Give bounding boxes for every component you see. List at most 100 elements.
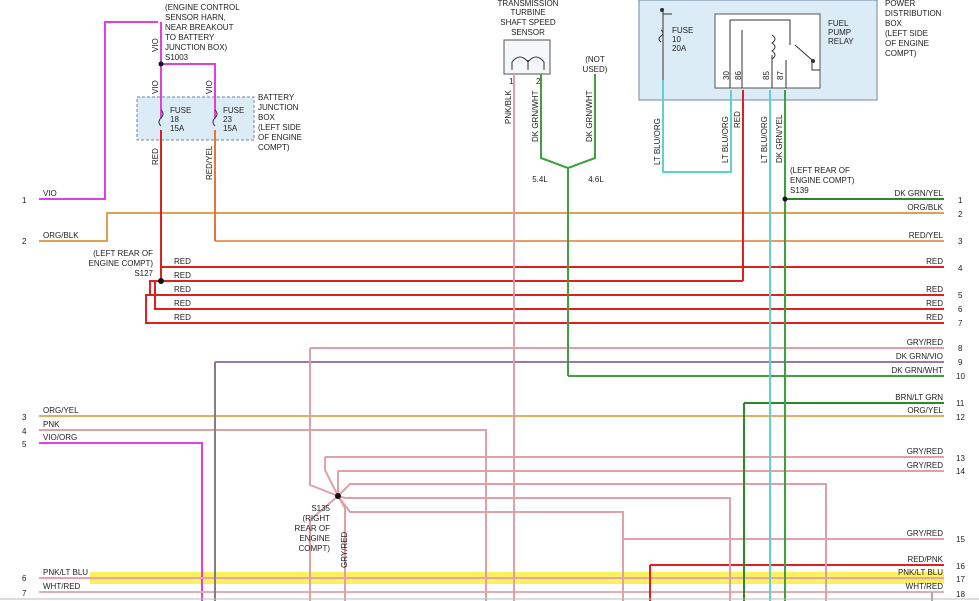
wire-redyel-a: RED/YEL bbox=[205, 145, 214, 180]
harn-line-4: JUNCTION BOX) bbox=[165, 43, 228, 52]
harn-line-0: (ENGINE CONTROL bbox=[165, 3, 240, 12]
wire-ltbluorg-a: LT BLU/ORG bbox=[653, 118, 662, 165]
right-pin-7: 7 bbox=[958, 319, 963, 328]
left-pin-7: 7 bbox=[22, 589, 27, 598]
bjb-line-1: JUNCTION bbox=[258, 103, 299, 112]
right-wire-2: ORG/BLK bbox=[907, 203, 943, 212]
right-pin-3: 3 bbox=[958, 237, 963, 246]
s127-red-3: RED bbox=[174, 299, 191, 308]
right-wire-16: RED/PNK bbox=[907, 555, 943, 564]
right-pin-5: 5 bbox=[958, 291, 963, 300]
label-fuel-relay: FUEL PUMP RELAY bbox=[828, 19, 854, 46]
left-wire-5: VIO/ORG bbox=[43, 433, 77, 442]
right-pin-13: 13 bbox=[956, 454, 965, 463]
left-wire-7: WHT/RED bbox=[43, 582, 81, 591]
bjb-line-4: OF ENGINE bbox=[258, 133, 302, 142]
splice-dots bbox=[158, 61, 788, 499]
s127-red-2: RED bbox=[174, 285, 191, 294]
left-pin-6: 6 bbox=[22, 574, 27, 583]
s135-line-3: ENGINE bbox=[299, 534, 330, 543]
harn-line-1: SENSOR HARN, bbox=[165, 13, 226, 22]
wire-vio-a: VIO bbox=[151, 80, 160, 94]
fuse18-amp: 15A bbox=[170, 124, 185, 133]
right-wire-9: DK GRN/VIO bbox=[896, 352, 943, 361]
relay-pin-85: 85 bbox=[762, 71, 771, 80]
pdb-line-3: (LEFT SIDE bbox=[885, 29, 928, 38]
right-wire-11: BRN/LT GRN bbox=[895, 393, 943, 402]
battery-junction-box bbox=[136, 96, 255, 141]
pdb-line-5: COMPT) bbox=[885, 49, 917, 58]
relay-line-0: FUEL bbox=[828, 19, 849, 28]
s135-line-2: REAR OF bbox=[294, 524, 330, 533]
pdb-line-0: POWER bbox=[885, 0, 915, 8]
s127-line-0: (LEFT REAR OF bbox=[93, 249, 153, 258]
s127-red-0: RED bbox=[174, 257, 191, 266]
right-wire-8: GRY/RED bbox=[907, 338, 944, 347]
left-pin-2: 2 bbox=[22, 237, 27, 246]
sensor-pin-2: 2 bbox=[536, 77, 541, 86]
s127-line-1: ENGINE COMPT) bbox=[89, 259, 154, 268]
engine-54-label: 5.4L bbox=[532, 175, 548, 184]
label-s135: S135 (RIGHT REAR OF ENGINE COMPT) bbox=[294, 504, 330, 553]
right-wire-10: DK GRN/WHT bbox=[891, 366, 943, 375]
right-pin-16: 16 bbox=[956, 562, 965, 571]
relay-line-2: RELAY bbox=[828, 37, 854, 46]
fuse18-num: 18 bbox=[170, 115, 179, 124]
left-pin-5: 5 bbox=[22, 440, 27, 449]
left-pin-labels: 1 VIO 2 ORG/BLK 3 ORG/YEL 4 PNK 5 VIO/OR… bbox=[22, 189, 88, 598]
bjb-line-3: (LEFT SIDE bbox=[258, 123, 301, 132]
wire-red-b: RED bbox=[733, 111, 742, 128]
right-pin-15: 15 bbox=[956, 535, 965, 544]
wire-gryred-v: GRY/RED bbox=[340, 531, 349, 568]
right-pin-6: 6 bbox=[958, 305, 963, 314]
nu-line-1: USED) bbox=[583, 65, 608, 74]
wire-dkgrnwht-b: DK GRN/WHT bbox=[585, 90, 594, 142]
fuse23-amp: 15A bbox=[223, 124, 238, 133]
vertical-wires bbox=[160, 22, 933, 601]
label-trans-sensor: TRANSMISSION TURBINE SHAFT SPEED SENSOR bbox=[498, 0, 559, 37]
s135-line-1: (RIGHT bbox=[302, 514, 330, 523]
relay-contact bbox=[811, 59, 815, 63]
label-fuse23: FUSE 23 15A bbox=[223, 106, 244, 133]
label-sensor-harn: (ENGINE CONTROL SENSOR HARN, NEAR BREAKO… bbox=[165, 3, 240, 62]
left-wire-1: VIO bbox=[43, 189, 57, 198]
harn-line-3: TO BATTERY bbox=[165, 33, 215, 42]
right-pin-labels: DK GRN/YEL 1 ORG/BLK 2 RED/YEL 3 RED 4 R… bbox=[891, 189, 965, 599]
harn-line-2: NEAR BREAKOUT bbox=[165, 23, 234, 32]
right-pin-18: 18 bbox=[956, 590, 965, 599]
relay-pin-86: 86 bbox=[734, 71, 743, 80]
right-wire-5: RED bbox=[926, 285, 943, 294]
wire-ltbluorg-b: LT BLU/ORG bbox=[721, 116, 730, 163]
label-pdb: POWER DISTRIBUTION BOX (LEFT SIDE OF ENG… bbox=[885, 0, 942, 58]
sensor-pin-1: 1 bbox=[509, 77, 514, 86]
right-wire-13: GRY/RED bbox=[907, 447, 944, 456]
bjb-line-5: COMPT) bbox=[258, 143, 290, 152]
fuse23-name: FUSE bbox=[223, 106, 244, 115]
s135-line-4: COMPT) bbox=[298, 544, 330, 553]
vertical-wire-labels: VIO VIO VIO RED RED/YEL PNK/BLK DK GRN/W… bbox=[151, 38, 784, 568]
wire-dkgrnyel: DK GRN/YEL bbox=[775, 114, 784, 163]
left-pin-3: 3 bbox=[22, 413, 27, 422]
wire-pnkblk: PNK/BLK bbox=[504, 90, 513, 124]
turbine-sensor-box bbox=[503, 39, 551, 75]
s135-line-0: S135 bbox=[311, 504, 330, 513]
left-pin-1: 1 bbox=[22, 196, 27, 205]
harn-line-5: S1003 bbox=[165, 53, 189, 62]
left-wire-3: ORG/YEL bbox=[43, 406, 79, 415]
right-wire-17: PNK/LT BLU bbox=[898, 568, 943, 577]
left-wire-4: PNK bbox=[43, 420, 60, 429]
right-wire-14: GRY/RED bbox=[907, 461, 944, 470]
pdb-line-2: BOX bbox=[885, 19, 903, 28]
left-pin-4: 4 bbox=[22, 427, 27, 436]
bjb-line-0: BATTERY bbox=[258, 93, 295, 102]
s139-line-2: S139 bbox=[790, 186, 809, 195]
s127-red-1: RED bbox=[174, 271, 191, 280]
label-fuse18: FUSE 18 15A bbox=[170, 106, 191, 133]
label-fuse10: FUSE 10 20A bbox=[672, 26, 693, 53]
right-wire-15: GRY/RED bbox=[907, 529, 944, 538]
right-pin-8: 8 bbox=[958, 344, 963, 353]
nu-line-0: (NOT bbox=[585, 55, 605, 64]
right-pin-14: 14 bbox=[956, 467, 965, 476]
s139-line-1: ENGINE COMPT) bbox=[790, 176, 855, 185]
